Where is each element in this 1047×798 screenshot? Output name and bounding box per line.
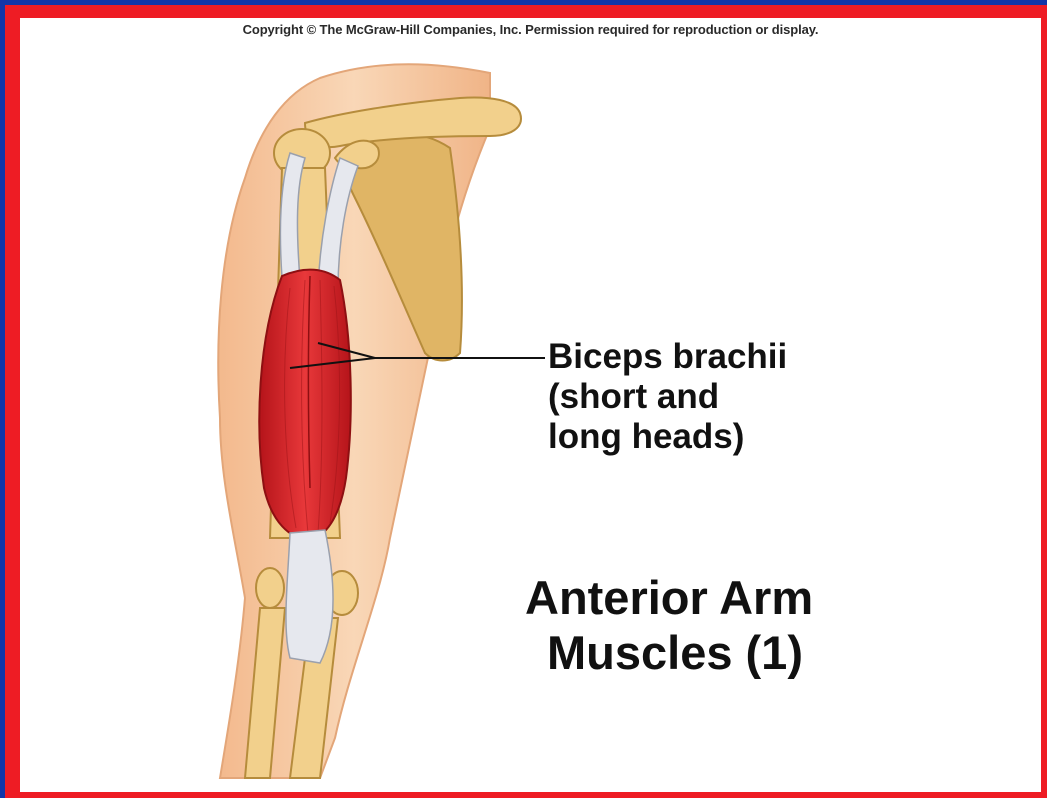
label-line-2: (short and (548, 377, 787, 417)
title-line-1: Anterior Arm (525, 571, 813, 624)
distal-biceps-tendon (286, 530, 333, 663)
lateral-epicondyle (256, 568, 284, 608)
title-line-2: Muscles (1) (525, 625, 813, 680)
biceps-brachii-label: Biceps brachii (short and long heads) (548, 337, 787, 457)
slide-canvas: Copyright © The McGraw-Hill Companies, I… (20, 18, 1041, 792)
label-line-1: Biceps brachii (548, 337, 787, 377)
label-line-3: long heads) (548, 417, 787, 457)
slide-title: Anterior Arm Muscles (1) (525, 570, 813, 680)
